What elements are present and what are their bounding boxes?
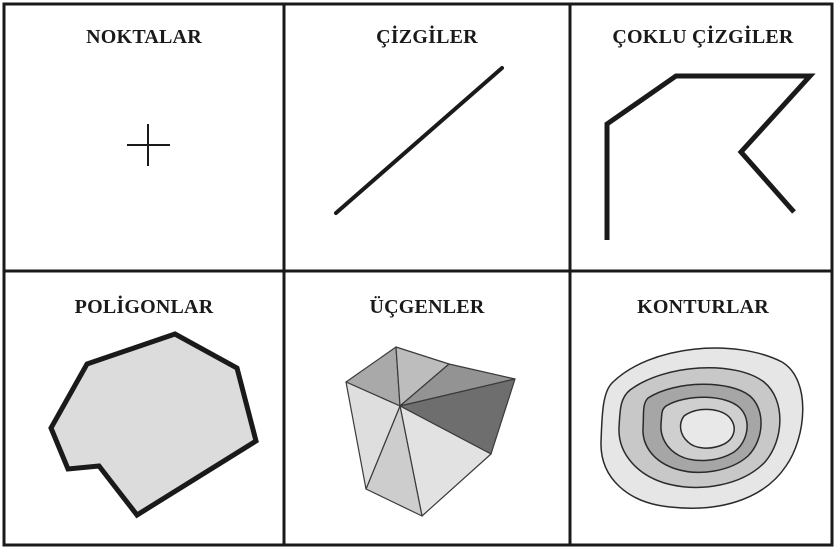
- line-symbol: [334, 66, 504, 215]
- cell-label-lines: ÇİZGİLER: [376, 26, 478, 48]
- cell-label-polygons: POLİGONLAR: [74, 296, 214, 318]
- cell-label-triangles: ÜÇGENLER: [369, 296, 485, 318]
- triangles-symbol: [345, 346, 516, 517]
- cell-label-contours: KONTURLAR: [637, 296, 769, 318]
- point-symbol: [127, 124, 170, 166]
- contour-level-5: [679, 408, 735, 449]
- triangle-left: [345, 381, 401, 490]
- cell-label-points: NOKTALAR: [86, 26, 202, 48]
- polyline-symbol: [604, 73, 816, 240]
- contours-symbol: [600, 347, 804, 509]
- polygon-symbol: [48, 331, 259, 519]
- cell-label-polylines: ÇOKLU ÇİZGİLER: [612, 26, 794, 48]
